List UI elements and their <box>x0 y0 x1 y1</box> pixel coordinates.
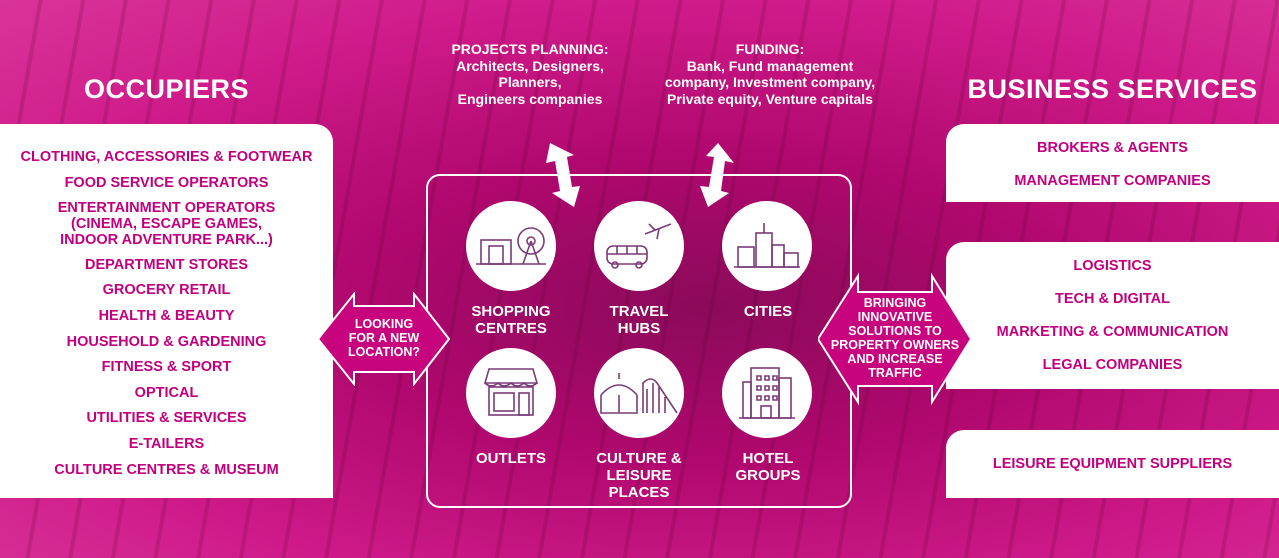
occupier-item: FITNESS & SPORT <box>101 359 232 376</box>
service-item: MARKETING & COMMUNICATION <box>996 324 1229 340</box>
business-services-panel-3: LEISURE EQUIPMENT SUPPLIERS <box>946 430 1279 498</box>
category-label: HOTEL GROUPS <box>735 450 801 484</box>
service-item: LEISURE EQUIPMENT SUPPLIERS <box>992 456 1233 472</box>
category-label: CULTURE & LEISURE PLACES <box>596 450 682 501</box>
outlet-store-icon <box>466 348 556 438</box>
hotel-icon <box>722 348 812 438</box>
text-line: company, Investment company, <box>664 74 876 90</box>
text-line: Bank, Fund management <box>686 57 854 74</box>
occupier-item: OPTICAL <box>134 384 199 401</box>
funding-text: FUNDING: Bank, Fund management company, … <box>650 41 890 107</box>
category-label: SHOPPING CENTRES <box>471 303 551 337</box>
category-label: OUTLETS <box>476 450 546 467</box>
occupier-item: ENTERTAINMENT OPERATORS (CINEMA, ESCAPE … <box>57 200 276 249</box>
text-line: Planners, <box>498 74 562 90</box>
service-item: MANAGEMENT COMPANIES <box>1014 173 1211 189</box>
occupier-item: CLOTHING, ACCESSORIES & FOOTWEAR <box>20 149 313 165</box>
category-label: CITIES <box>743 303 793 320</box>
occupier-item: HEALTH & BEAUTY <box>98 307 235 324</box>
city-icon <box>722 201 812 291</box>
occupier-item: UTILITIES & SERVICES <box>86 410 247 427</box>
occupier-item: HOUSEHOLD & GARDENING <box>66 333 267 350</box>
business-services-title: BUSINESS SERVICES <box>967 74 1258 104</box>
left-right-arrow-icon <box>818 272 972 406</box>
service-item: LOGISTICS <box>1073 258 1152 274</box>
shopping-centre-icon <box>466 201 556 291</box>
occupier-item: FOOD SERVICE OPERATORS <box>64 174 269 191</box>
occupier-item: DEPARTMENT STORES <box>84 256 248 273</box>
projects-planning-title: PROJECTS PLANNING: <box>451 41 609 57</box>
service-item: LEGAL COMPANIES <box>1042 357 1183 373</box>
occupier-item: E-TAILERS <box>128 435 205 452</box>
bringing-solutions-text: BRINGING INNOVATIVE SOLUTIONS TO PROPERT… <box>830 296 960 380</box>
occupiers-title: OCCUPIERS <box>83 74 250 104</box>
circus-rollercoaster-icon <box>594 348 684 438</box>
business-services-panel-1: BROKERS & AGENTS MANAGEMENT COMPANIES <box>946 124 1279 202</box>
occupier-item: GROCERY RETAIL <box>102 282 231 299</box>
business-services-panel-2: LOGISTICS TECH & DIGITAL MARKETING & COM… <box>946 242 1279 389</box>
looking-for-location-text: LOOKING FOR A NEW LOCATION? <box>348 317 420 359</box>
projects-planning-text: PROJECTS PLANNING: Architects, Designers… <box>430 41 630 107</box>
text-line: Private equity, Venture capitals <box>667 90 873 107</box>
occupier-item: CULTURE CENTRES & MUSEUM <box>54 461 279 478</box>
text-line: Architects, Designers, <box>456 57 604 74</box>
funding-title: FUNDING: <box>735 41 805 57</box>
service-item: BROKERS & AGENTS <box>1037 140 1188 156</box>
category-label: TRAVEL HUBS <box>609 303 669 337</box>
travel-hub-icon <box>594 201 684 291</box>
service-item: TECH & DIGITAL <box>1055 291 1170 307</box>
text-line: Engineers companies <box>457 90 603 107</box>
occupiers-panel: CLOTHING, ACCESSORIES & FOOTWEAR FOOD SE… <box>0 124 333 498</box>
left-right-arrow-icon <box>318 292 450 386</box>
